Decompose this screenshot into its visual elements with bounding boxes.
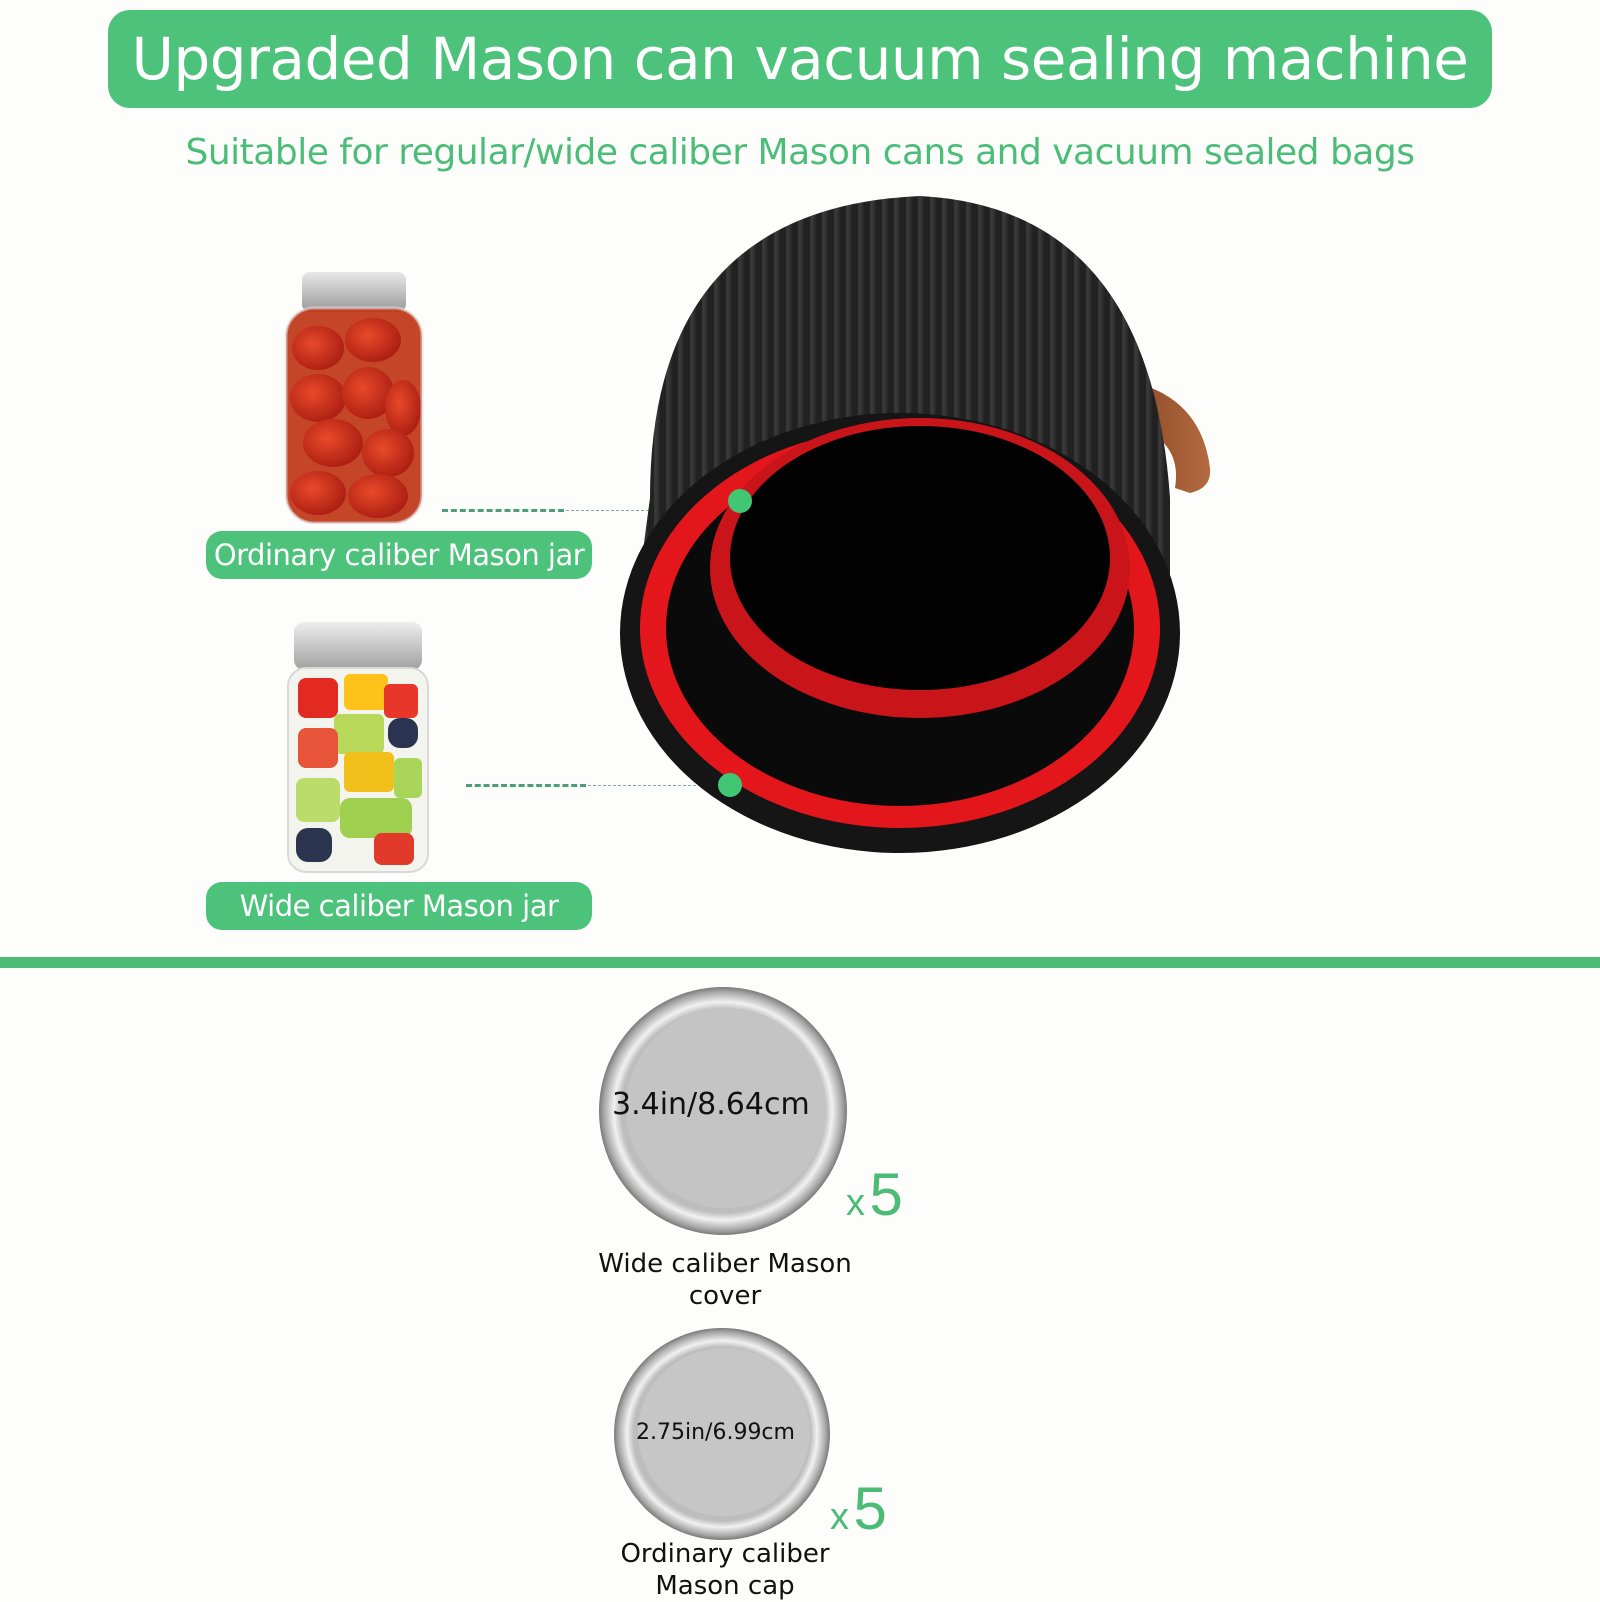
vacuum-sealer-image <box>590 188 1230 858</box>
ordinary-lid-quantity-prefix: x <box>830 1496 849 1538</box>
title-banner: Upgraded Mason can vacuum sealing machin… <box>108 10 1492 108</box>
wide-callout-dashes <box>466 784 586 787</box>
wide-lid-caption-line2: cover <box>688 1281 762 1311</box>
ordinary-lid-quantity: x 5 <box>830 1474 887 1543</box>
wide-lid-quantity-prefix: x <box>846 1182 865 1224</box>
wide-lid-size: 3.4in/8.64cm <box>612 1087 810 1122</box>
ordinary-jar-label-text: Ordinary caliber Mason jar <box>213 538 585 572</box>
section-divider <box>0 957 1600 968</box>
wide-lid-quantity-count: 5 <box>869 1161 903 1228</box>
ordinary-ring-marker-icon <box>728 489 752 513</box>
ordinary-lid-image <box>612 1326 832 1542</box>
ordinary-lid-quantity-count: 5 <box>853 1475 887 1542</box>
wide-ring-marker-icon <box>718 773 742 797</box>
ordinary-lid-caption: Ordinary caliber Mason cap <box>560 1538 890 1602</box>
ordinary-lid-caption-line2: Mason cap <box>655 1571 795 1601</box>
ordinary-callout-dashes <box>442 509 564 512</box>
wide-jar-label: Wide caliber Mason jar <box>206 882 592 930</box>
ordinary-jar-label: Ordinary caliber Mason jar <box>206 531 592 579</box>
wide-callout-line <box>588 785 726 786</box>
wide-lid-quantity: x 5 <box>846 1160 903 1229</box>
page-title: Upgraded Mason can vacuum sealing machin… <box>131 25 1469 93</box>
subtitle: Suitable for regular/wide caliber Mason … <box>185 132 1415 173</box>
ordinary-jar-image <box>278 268 438 528</box>
wide-lid-caption-line1: Wide caliber Mason <box>598 1249 852 1279</box>
wide-jar-label-text: Wide caliber Mason jar <box>239 889 559 923</box>
wide-lid-caption: Wide caliber Mason cover <box>560 1248 890 1312</box>
ordinary-lid-caption-line1: Ordinary caliber <box>620 1539 830 1569</box>
ordinary-lid-size: 2.75in/6.99cm <box>636 1420 795 1445</box>
wide-jar-image <box>284 618 432 876</box>
wide-lid-image <box>598 986 848 1236</box>
